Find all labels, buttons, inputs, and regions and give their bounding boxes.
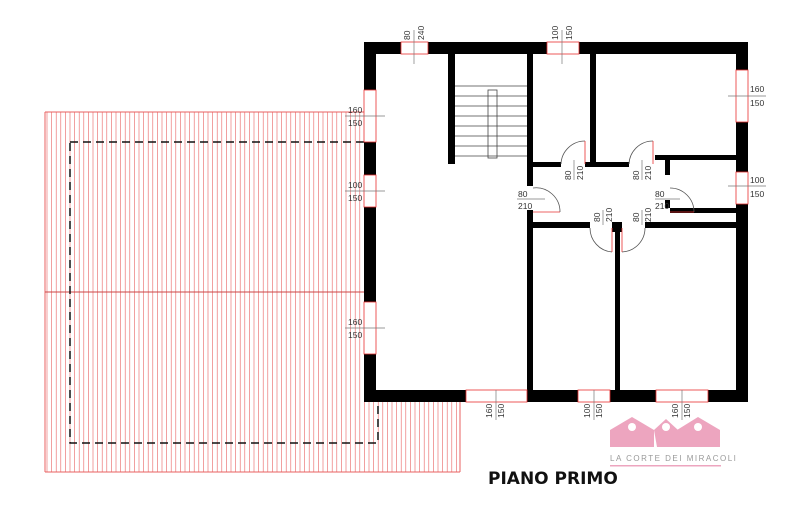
window-height-label: 150 [750,189,764,199]
door-width-label: 80 [631,212,641,222]
logo-text: LA CORTE DEI MIRACOLI [610,454,737,463]
window-height-label: 150 [564,26,574,40]
window-height-label: 150 [496,404,506,418]
window-width-label: 160 [670,404,680,418]
window-height-label: 240 [416,26,426,40]
door-height-label: 210 [575,166,585,180]
window-width-label: 160 [348,105,362,115]
door-width-label: 80 [563,170,573,180]
door-width-label: 80 [518,189,528,199]
dimension-lines [345,30,766,420]
staircase [455,85,527,159]
window-width-label: 100 [582,404,592,418]
plan-title: PIANO PRIMO [488,469,618,489]
window-height-label: 150 [750,98,764,108]
door-width-label: 80 [592,212,602,222]
window-height-label: 150 [348,193,362,203]
window-width-label: 80 [402,30,412,40]
door-height-label: 210 [643,166,653,180]
doors [532,140,695,253]
window-width-label: 160 [484,404,494,418]
window-height-label: 150 [348,118,362,128]
window-width-label: 160 [348,317,362,327]
logo: LA CORTE DEI MIRACOLI [610,417,737,467]
window-width-label: 160 [750,84,764,94]
window-height-label: 150 [348,330,362,340]
door-height-label: 210 [655,201,669,211]
window-width-label: 100 [348,180,362,190]
window-width-label: 100 [750,175,764,185]
door-height-label: 210 [518,201,532,211]
door-width-label: 80 [655,189,665,199]
window-width-label: 100 [550,26,560,40]
walls [364,42,748,402]
door-height-label: 210 [643,208,653,222]
window-height-label: 150 [594,404,604,418]
door-height-label: 210 [604,208,614,222]
window-height-label: 150 [682,404,692,418]
dimension-labels: 80 240 100 150 160 150 100 150 160 150 1… [348,26,764,418]
door-width-label: 80 [631,170,641,180]
